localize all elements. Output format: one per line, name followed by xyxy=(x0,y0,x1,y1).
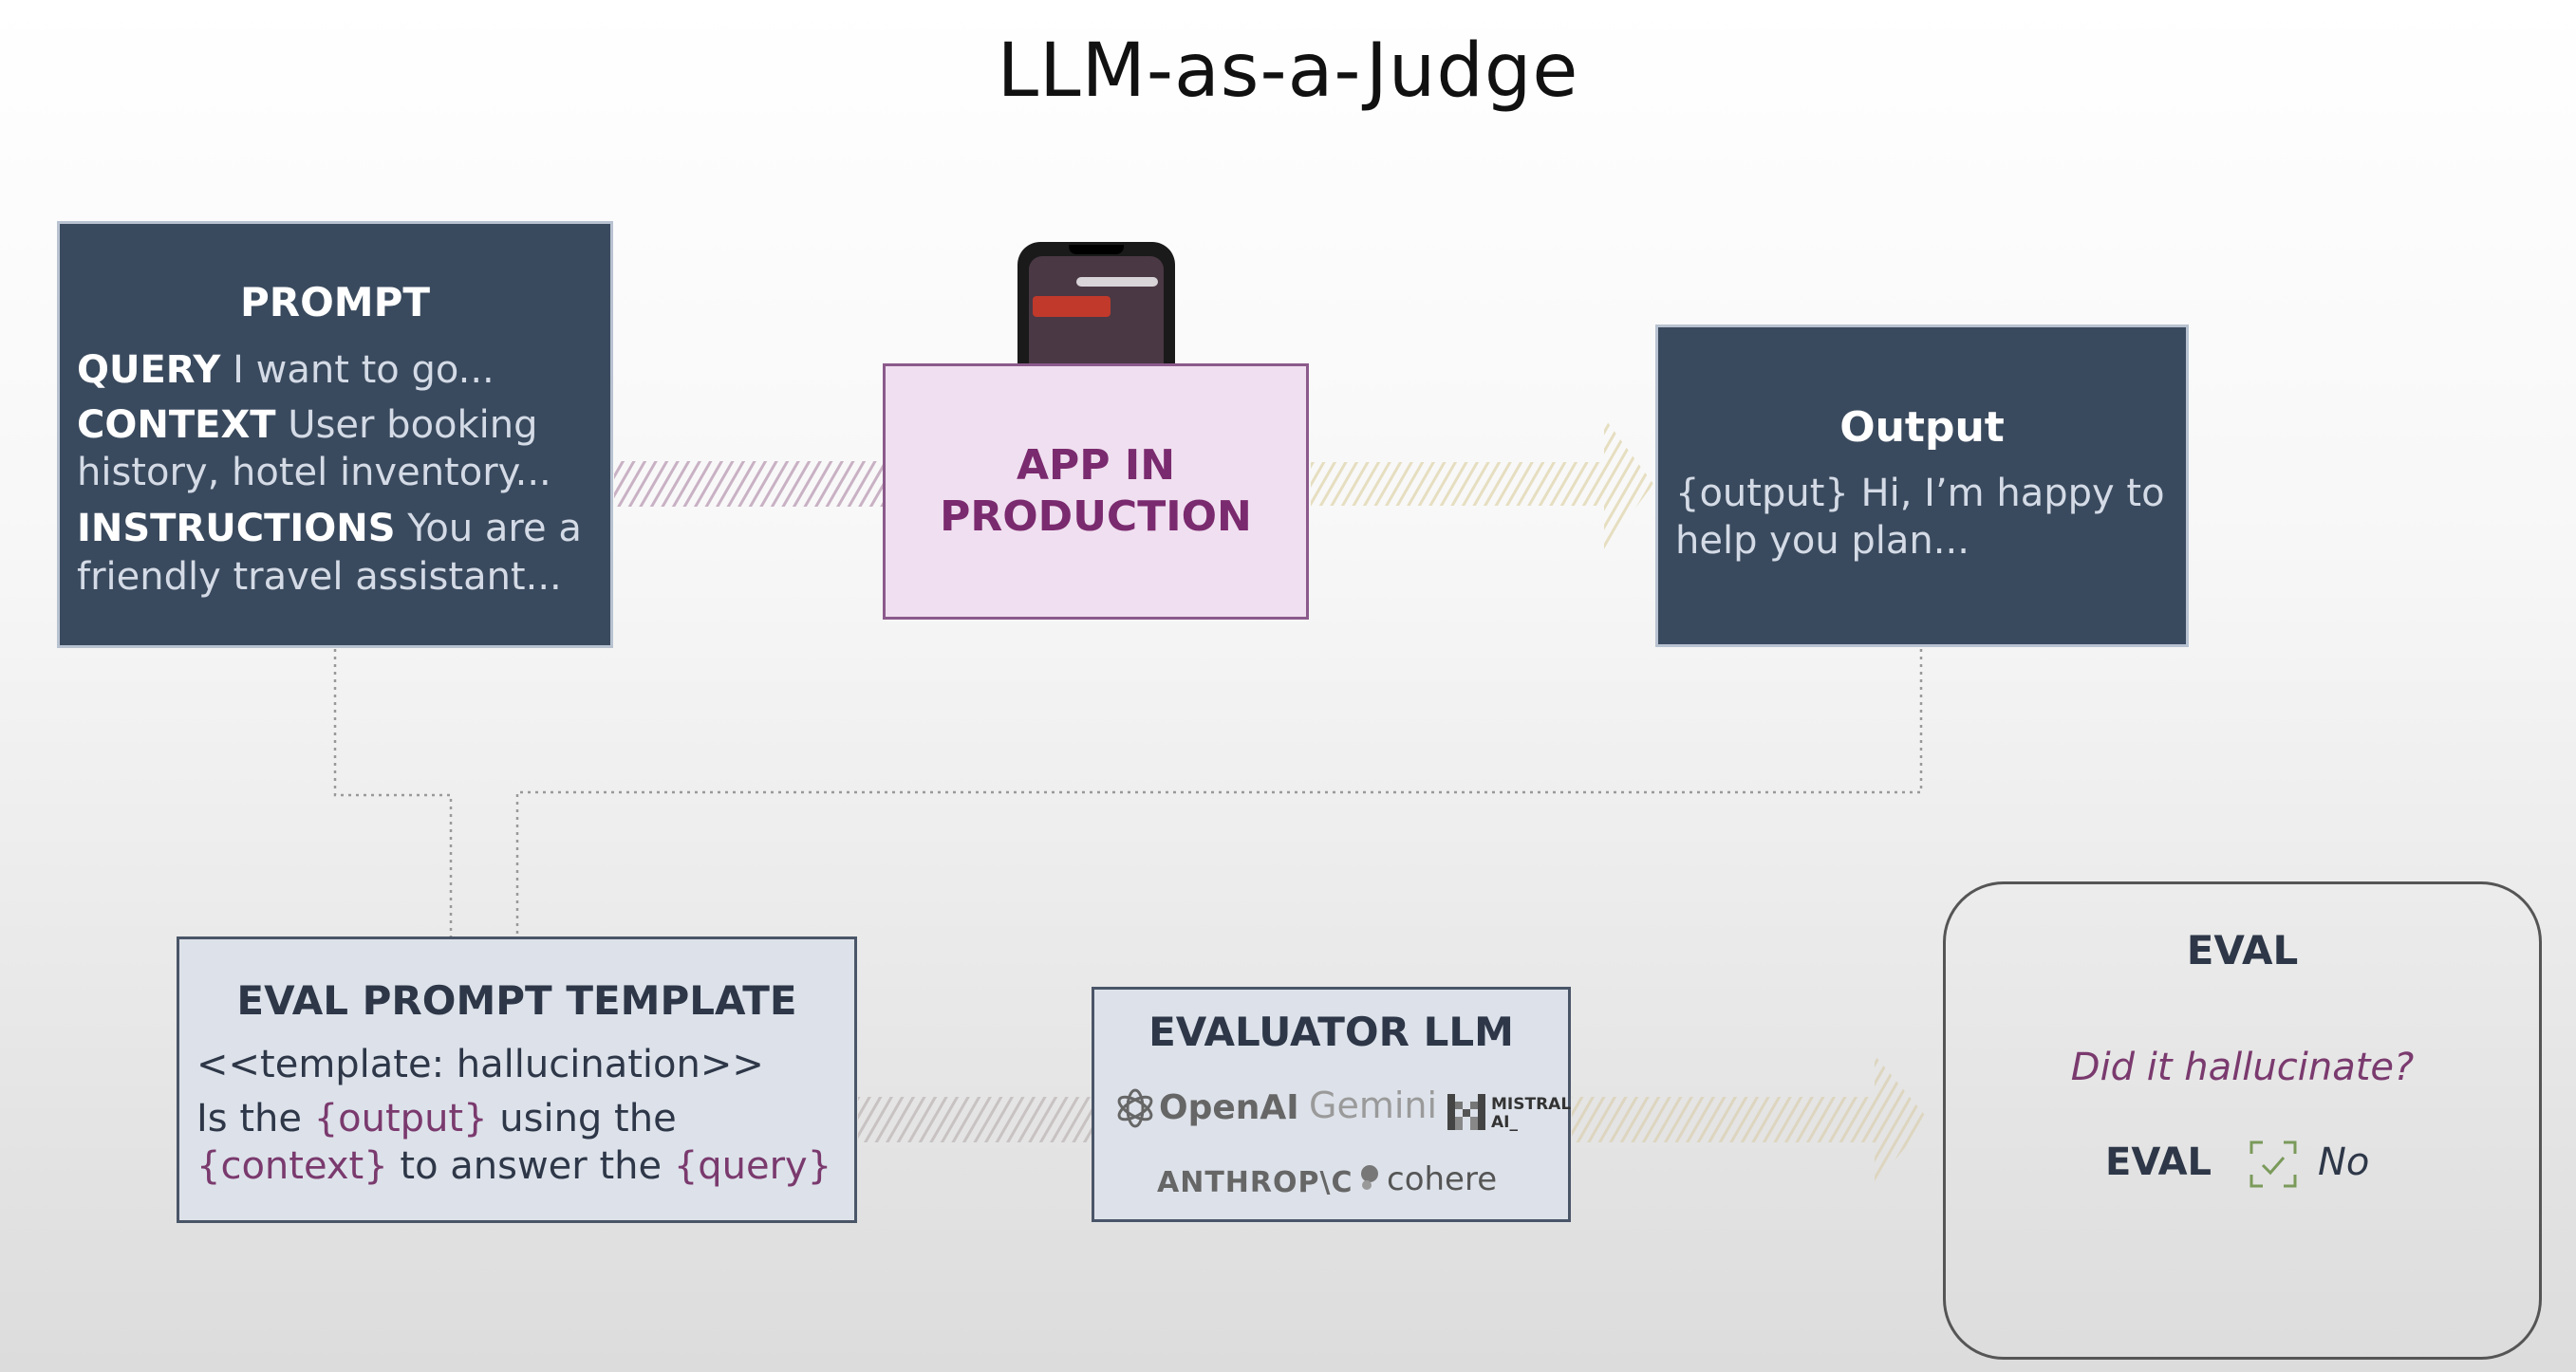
template-text: using the xyxy=(487,1097,677,1140)
prompt-instructions-line: INSTRUCTIONS You are a xyxy=(77,504,608,553)
app-label-line-1: APP IN xyxy=(1016,441,1176,490)
template-text: Is the xyxy=(196,1097,314,1140)
prompt-context-line-2: history, hotel inventory... xyxy=(77,451,551,494)
anthropic-logo: ANTHROP\C xyxy=(1157,1166,1353,1199)
output-body: {output} Hi, I’m happy to help you plan.… xyxy=(1675,470,2178,565)
cohere-icon xyxy=(1361,1165,1378,1190)
prompt-header: PROMPT xyxy=(239,279,431,325)
gemini-logo: Gemini xyxy=(1309,1085,1438,1126)
phone-notch xyxy=(1069,245,1124,254)
phone-chat-bubble xyxy=(1076,277,1158,287)
output-header: Output xyxy=(1839,403,2005,452)
instructions-label: INSTRUCTIONS xyxy=(77,507,396,550)
evaluator-header: EVALUATOR LLM xyxy=(1148,1009,1514,1055)
prompt-instructions-line-2: friendly travel assistant... xyxy=(77,555,562,599)
prompt-context-line: CONTEXT User booking xyxy=(77,400,608,450)
app-label: APP IN PRODUCTION xyxy=(886,440,1306,543)
dotted-line-output-to-template xyxy=(515,649,1923,936)
phone-chat-bubble-red xyxy=(1033,296,1111,317)
query-label: QUERY xyxy=(77,348,221,392)
template-line-2: Is the {output} using the xyxy=(196,1095,851,1142)
eval-header: EVAL xyxy=(2186,927,2299,973)
dotted-line-prompt-to-template xyxy=(333,649,453,936)
template-var-context: {context} xyxy=(196,1144,388,1188)
output-line-2: help you plan... xyxy=(1675,519,1969,563)
template-var-output: {output} xyxy=(313,1097,488,1140)
mistral-logo: MISTRAL AI_ xyxy=(1491,1095,1572,1132)
arrow-evaluator-to-eval xyxy=(1572,1055,1929,1184)
template-header: EVAL PROMPT TEMPLATE xyxy=(236,977,797,1024)
arrow-app-to-output xyxy=(1311,417,1653,550)
check-icon xyxy=(2249,1140,2297,1188)
prompt-query-line: QUERY I want to go... xyxy=(77,345,608,395)
app-in-production-box: APP IN PRODUCTION xyxy=(883,363,1309,620)
evaluator-llm-box: EVALUATOR LLM OpenAI Gemini MISTRAL AI_ … xyxy=(1092,987,1571,1222)
template-line-3: {context} to answer the {query} xyxy=(196,1142,851,1190)
output-box: Output {output} Hi, I’m happy to help yo… xyxy=(1655,324,2189,647)
openai-logo: OpenAI xyxy=(1159,1088,1299,1127)
query-text: I want to go... xyxy=(220,348,495,392)
output-line-1: {output} Hi, I’m happy to xyxy=(1675,472,2165,515)
template-text: to answer the xyxy=(387,1144,674,1188)
template-line-1: <<template: hallucination>> xyxy=(196,1043,764,1086)
eval-question: Did it hallucinate? xyxy=(2070,1046,2415,1089)
arrow-template-to-evaluator xyxy=(858,1097,1092,1142)
template-var-query: {query} xyxy=(673,1144,832,1188)
arrow-prompt-to-app xyxy=(614,461,883,507)
context-label: CONTEXT xyxy=(77,403,276,447)
page-title: LLM-as-a-Judge xyxy=(997,28,1579,114)
app-label-line-2: PRODUCTION xyxy=(940,492,1252,541)
eval-result-box: EVAL Did it hallucinate? EVAL No xyxy=(1943,881,2542,1360)
openai-icon xyxy=(1117,1088,1153,1128)
instructions-text: You are a xyxy=(395,507,582,550)
mistral-icon xyxy=(1447,1094,1485,1130)
context-text: User booking xyxy=(275,403,538,447)
prompt-box: PROMPT QUERY I want to go... CONTEXT Use… xyxy=(57,221,613,648)
eval-answer: No xyxy=(2318,1140,2370,1184)
cohere-logo: cohere xyxy=(1387,1160,1498,1198)
eval-prompt-template-box: EVAL PROMPT TEMPLATE <<template: halluci… xyxy=(177,936,857,1223)
eval-label: EVAL xyxy=(2105,1140,2212,1184)
